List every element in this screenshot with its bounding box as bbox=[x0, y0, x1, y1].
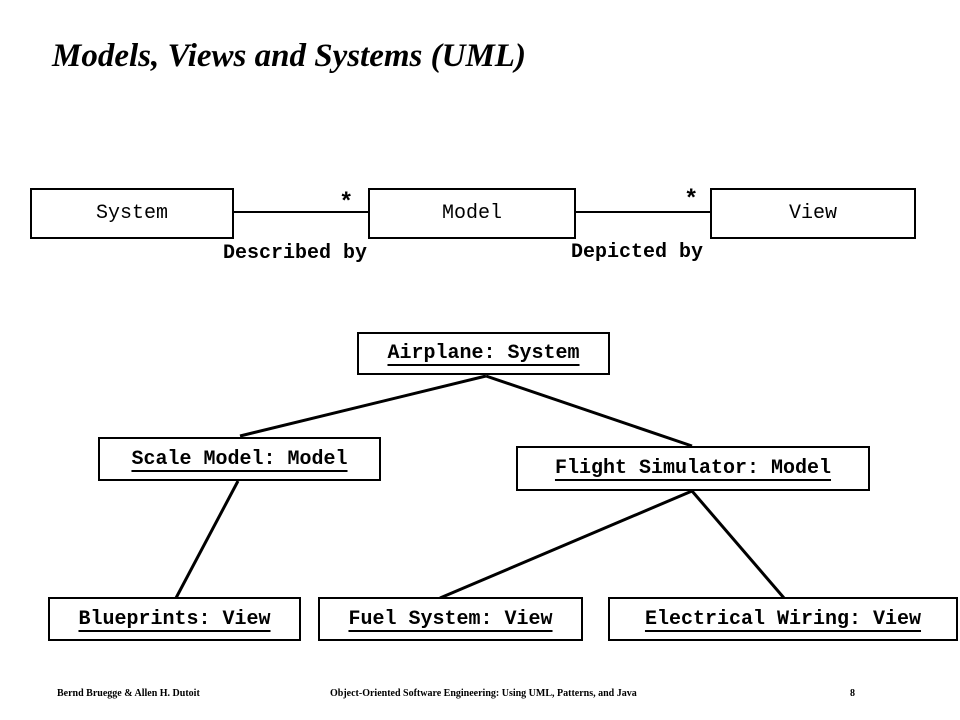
link-airplane-scale-model bbox=[239, 374, 487, 438]
class-view: View bbox=[710, 188, 916, 239]
class-system-label: System bbox=[95, 202, 168, 225]
link-flight-simulator-electrical-wiring bbox=[690, 490, 786, 599]
object-flight-simulator-label: Flight Simulator: Model bbox=[554, 457, 832, 480]
association-label-described-by: Described by bbox=[223, 242, 368, 265]
class-system: System bbox=[30, 188, 234, 239]
class-view-label: View bbox=[788, 202, 837, 225]
object-flight-simulator: Flight Simulator: Model bbox=[516, 446, 870, 491]
footer-page-number: 8 bbox=[850, 688, 855, 699]
multiplicity-model: * bbox=[339, 190, 354, 217]
link-flight-simulator-fuel-system bbox=[439, 489, 693, 600]
object-electrical-wiring-label: Electrical Wiring: View bbox=[644, 607, 922, 631]
object-fuel-system-label: Fuel System: View bbox=[348, 607, 553, 631]
object-fuel-system: Fuel System: View bbox=[318, 597, 583, 641]
link-airplane-flight-simulator bbox=[485, 374, 693, 448]
link-scale-model-blueprints bbox=[174, 480, 240, 599]
association-label-depicted-by: Depicted by bbox=[571, 241, 704, 264]
object-electrical-wiring: Electrical Wiring: View bbox=[608, 597, 958, 641]
multiplicity-view: * bbox=[684, 187, 699, 214]
object-scale-model: Scale Model: Model bbox=[98, 437, 381, 481]
object-airplane-label: Airplane: System bbox=[387, 342, 580, 365]
class-model: Model bbox=[368, 188, 576, 239]
class-model-label: Model bbox=[441, 202, 502, 225]
footer-book: Object-Oriented Software Engineering: Us… bbox=[330, 688, 637, 699]
page-title: Models, Views and Systems (UML) bbox=[52, 38, 526, 74]
object-blueprints: Blueprints: View bbox=[48, 597, 301, 641]
footer-authors: Bernd Bruegge & Allen H. Dutoit bbox=[57, 688, 200, 699]
object-airplane: Airplane: System bbox=[357, 332, 610, 375]
object-blueprints-label: Blueprints: View bbox=[78, 607, 271, 631]
object-scale-model-label: Scale Model: Model bbox=[131, 447, 348, 471]
